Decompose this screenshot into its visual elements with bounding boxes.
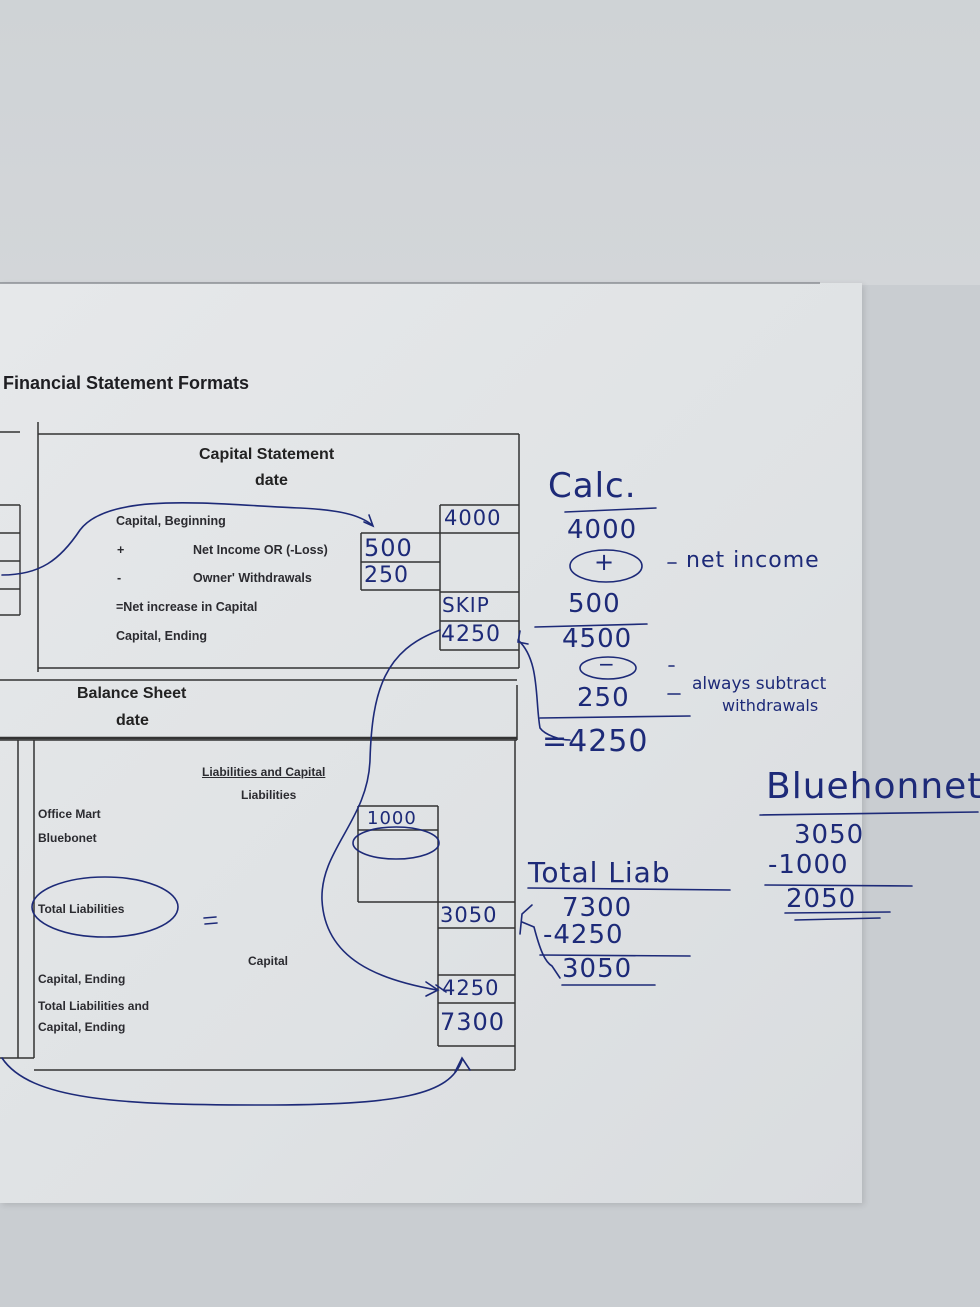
total-liab-line1: 7300 bbox=[562, 893, 633, 923]
bluehonnet-line1: 3050 bbox=[794, 820, 865, 850]
calc-subtotal: 4500 bbox=[562, 624, 633, 654]
arrow-to-total-liab-capital bbox=[1, 1057, 463, 1106]
calc-result: =4250 bbox=[542, 724, 649, 759]
entry-office-mart: 1000 bbox=[367, 808, 417, 829]
entry-capital-ending: 4250 bbox=[441, 622, 501, 647]
row-net-income: Net Income OR (-Loss) bbox=[193, 543, 328, 557]
calc-heading: Calc. bbox=[548, 466, 637, 506]
total-liab-capital-label-line1: Total Liabilities and bbox=[38, 999, 150, 1013]
bluehonnet-result: 2050 bbox=[786, 884, 857, 914]
bluehonnet-line2: -1000 bbox=[768, 850, 849, 880]
office-mart-label: Office Mart bbox=[38, 807, 101, 821]
bluebonet-circle bbox=[352, 826, 440, 860]
calc-net-income: 500 bbox=[568, 589, 621, 619]
calc-withdrawals-note-line1: always subtract bbox=[692, 674, 827, 694]
entry-capital-beginning: 4000 bbox=[444, 506, 502, 530]
row-minus-sign: - bbox=[117, 571, 122, 585]
balance-sheet-date: date bbox=[116, 712, 149, 729]
calc-minus: − bbox=[598, 652, 616, 676]
plus-circle bbox=[569, 549, 643, 583]
capital-ending-label: Capital, Ending bbox=[38, 972, 126, 986]
minus-circle bbox=[579, 656, 637, 680]
calc-net-income-note: net income bbox=[686, 548, 820, 573]
row-net-increase: =Net increase in Capital bbox=[116, 600, 258, 614]
calc-withdrawals: 250 bbox=[577, 683, 630, 713]
bluebonet-label: Bluebonet bbox=[38, 831, 97, 845]
row-withdrawals: Owner' Withdrawals bbox=[193, 571, 312, 585]
total-liabilities-circle bbox=[31, 876, 179, 938]
row-plus-sign: + bbox=[117, 543, 125, 557]
entry-net-income: 500 bbox=[364, 534, 413, 562]
page-title: Financial Statement Formats bbox=[3, 373, 250, 393]
worksheet-paper bbox=[0, 283, 862, 1203]
left-column-boxes bbox=[0, 431, 21, 616]
handwritten-strokes bbox=[1, 501, 979, 1106]
calc-plus: + bbox=[594, 548, 616, 576]
arrow-to-capital-beginning bbox=[1, 501, 373, 576]
capital-statement-date: date bbox=[255, 472, 288, 489]
bluehonnet-heading: Bluehonnet bbox=[766, 766, 980, 807]
entry-withdrawals: 250 bbox=[364, 563, 409, 588]
total-liab-capital-label-line2: Capital, Ending bbox=[38, 1020, 126, 1034]
row-capital-ending: Capital, Ending bbox=[116, 629, 207, 643]
capital-statement-frame bbox=[37, 422, 520, 672]
calc-start: 4000 bbox=[567, 515, 638, 545]
total-liab-result: 3050 bbox=[562, 954, 633, 984]
total-liabilities-label: Total Liabilities bbox=[38, 902, 125, 916]
row-capital-beginning: Capital, Beginning bbox=[116, 514, 226, 528]
total-liab-heading: Total Liab bbox=[528, 856, 671, 889]
arrow-to-balance-capital bbox=[321, 629, 441, 991]
calc-withdrawals-note-line2: withdrawals bbox=[722, 696, 819, 715]
background-paper bbox=[0, 0, 980, 285]
liabilities-heading: Liabilities bbox=[241, 788, 297, 802]
balance-sheet-title: Balance Sheet bbox=[77, 685, 187, 702]
entry-total-liab-capital: 7300 bbox=[440, 1008, 506, 1036]
total-liab-line2: -4250 bbox=[543, 920, 624, 950]
entry-capital-ending-bs: 4250 bbox=[442, 976, 500, 1000]
entry-total-liabilities: 3050 bbox=[440, 903, 498, 927]
capital-statement-title: Capital Statement bbox=[199, 446, 335, 463]
capital-heading: Capital bbox=[248, 954, 289, 968]
entry-net-increase: SKIP bbox=[442, 593, 490, 617]
liabilities-and-capital-heading: Liabilities and Capital bbox=[202, 765, 326, 779]
